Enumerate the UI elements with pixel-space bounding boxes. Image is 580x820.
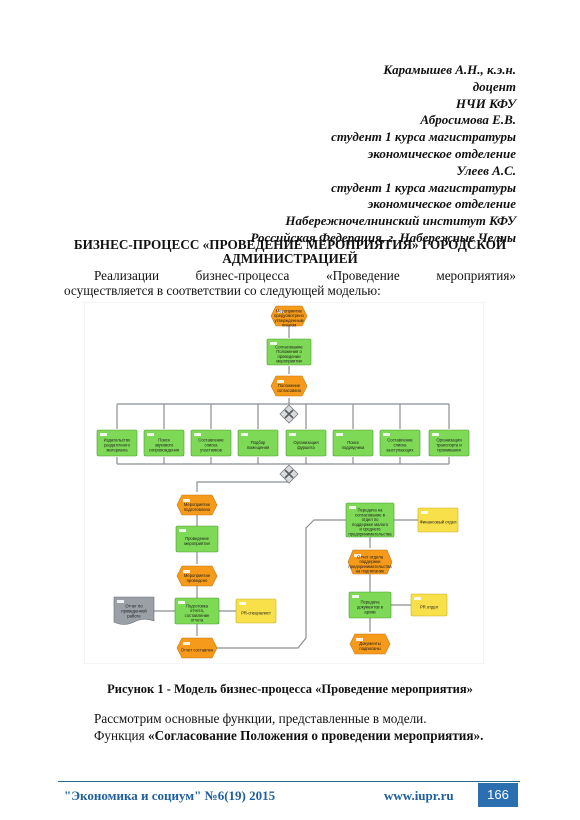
- intro-paragraph-line-2: осуществляется в соответствии со следующ…: [64, 283, 381, 298]
- author-line: Улеев А.С.: [456, 162, 516, 178]
- event-report-done: Отчет составлен: [176, 637, 218, 659]
- paragraph-function-approve: Функция «Согласование Положения о провед…: [64, 728, 516, 743]
- author-line: НЧИ КФУ: [455, 95, 516, 111]
- paragraph-bold-term: «Согласование Положения о проведении мер…: [147, 728, 484, 743]
- paragraph-functions: Рассмотрим основные функции, представлен…: [94, 711, 427, 726]
- page-number: 166: [478, 783, 518, 807]
- footer-journal: "Экономика и социум" №6(19) 2015: [64, 788, 276, 803]
- paragraph-prefix: Функция: [94, 728, 148, 743]
- org-pr-dept: PR отдел: [410, 593, 448, 617]
- author-line: экономическое отделение: [367, 196, 516, 212]
- org-pr-specialist: PR-специалист: [235, 598, 277, 624]
- author-line: Российская Федерация, г. Набережные Челн…: [250, 229, 516, 245]
- author-line: Набережночелнинский институт КФУ: [285, 213, 516, 229]
- gateway-split: [279, 404, 299, 424]
- node-label: Отчет составлен: [181, 647, 214, 652]
- intro-paragraph-line-1: Реализации бизнес-процесса «Проведение м…: [94, 268, 516, 283]
- title-line-2: АДМИНИСТРАЦИЕЙ: [222, 251, 358, 266]
- author-line: доцент: [472, 78, 516, 94]
- author-line: Абросимова Е.В.: [420, 112, 516, 128]
- title-line-1: БИЗНЕС-ПРОЦЕСС «ПРОВЕДЕНИЕ МЕРОПРИЯТИЯ» …: [73, 237, 507, 252]
- node-label: PR-специалист: [241, 610, 271, 615]
- footer-divider: [58, 781, 520, 782]
- author-line: студент 1 курса магистратуры: [331, 129, 516, 145]
- author-line: студент 1 курса магистратуры: [331, 179, 516, 195]
- footer-url[interactable]: www.iupr.ru: [384, 788, 454, 803]
- author-line: Карамышев А.Н., к.э.н.: [383, 62, 516, 77]
- figure-caption: Рисунок 1 - Модель бизнес-процесса «Пров…: [107, 682, 473, 696]
- author-block: Карамышев А.Н., к.э.н. доцент НЧИ КФУ Аб…: [251, 62, 516, 247]
- edge-to-right: [217, 519, 348, 649]
- gateway-join: [279, 464, 299, 484]
- article-title: БИЗНЕС-ПРОЦЕСС «ПРОВЕДЕНИЕ МЕРОПРИЯТИЯ» …: [64, 238, 516, 266]
- org-finance-dept: Финансовый отдел: [417, 507, 459, 533]
- node-label: Финансовый отдел: [420, 519, 457, 524]
- node-label: PR отдел: [420, 604, 439, 609]
- author-line: экономическое отделение: [367, 145, 516, 161]
